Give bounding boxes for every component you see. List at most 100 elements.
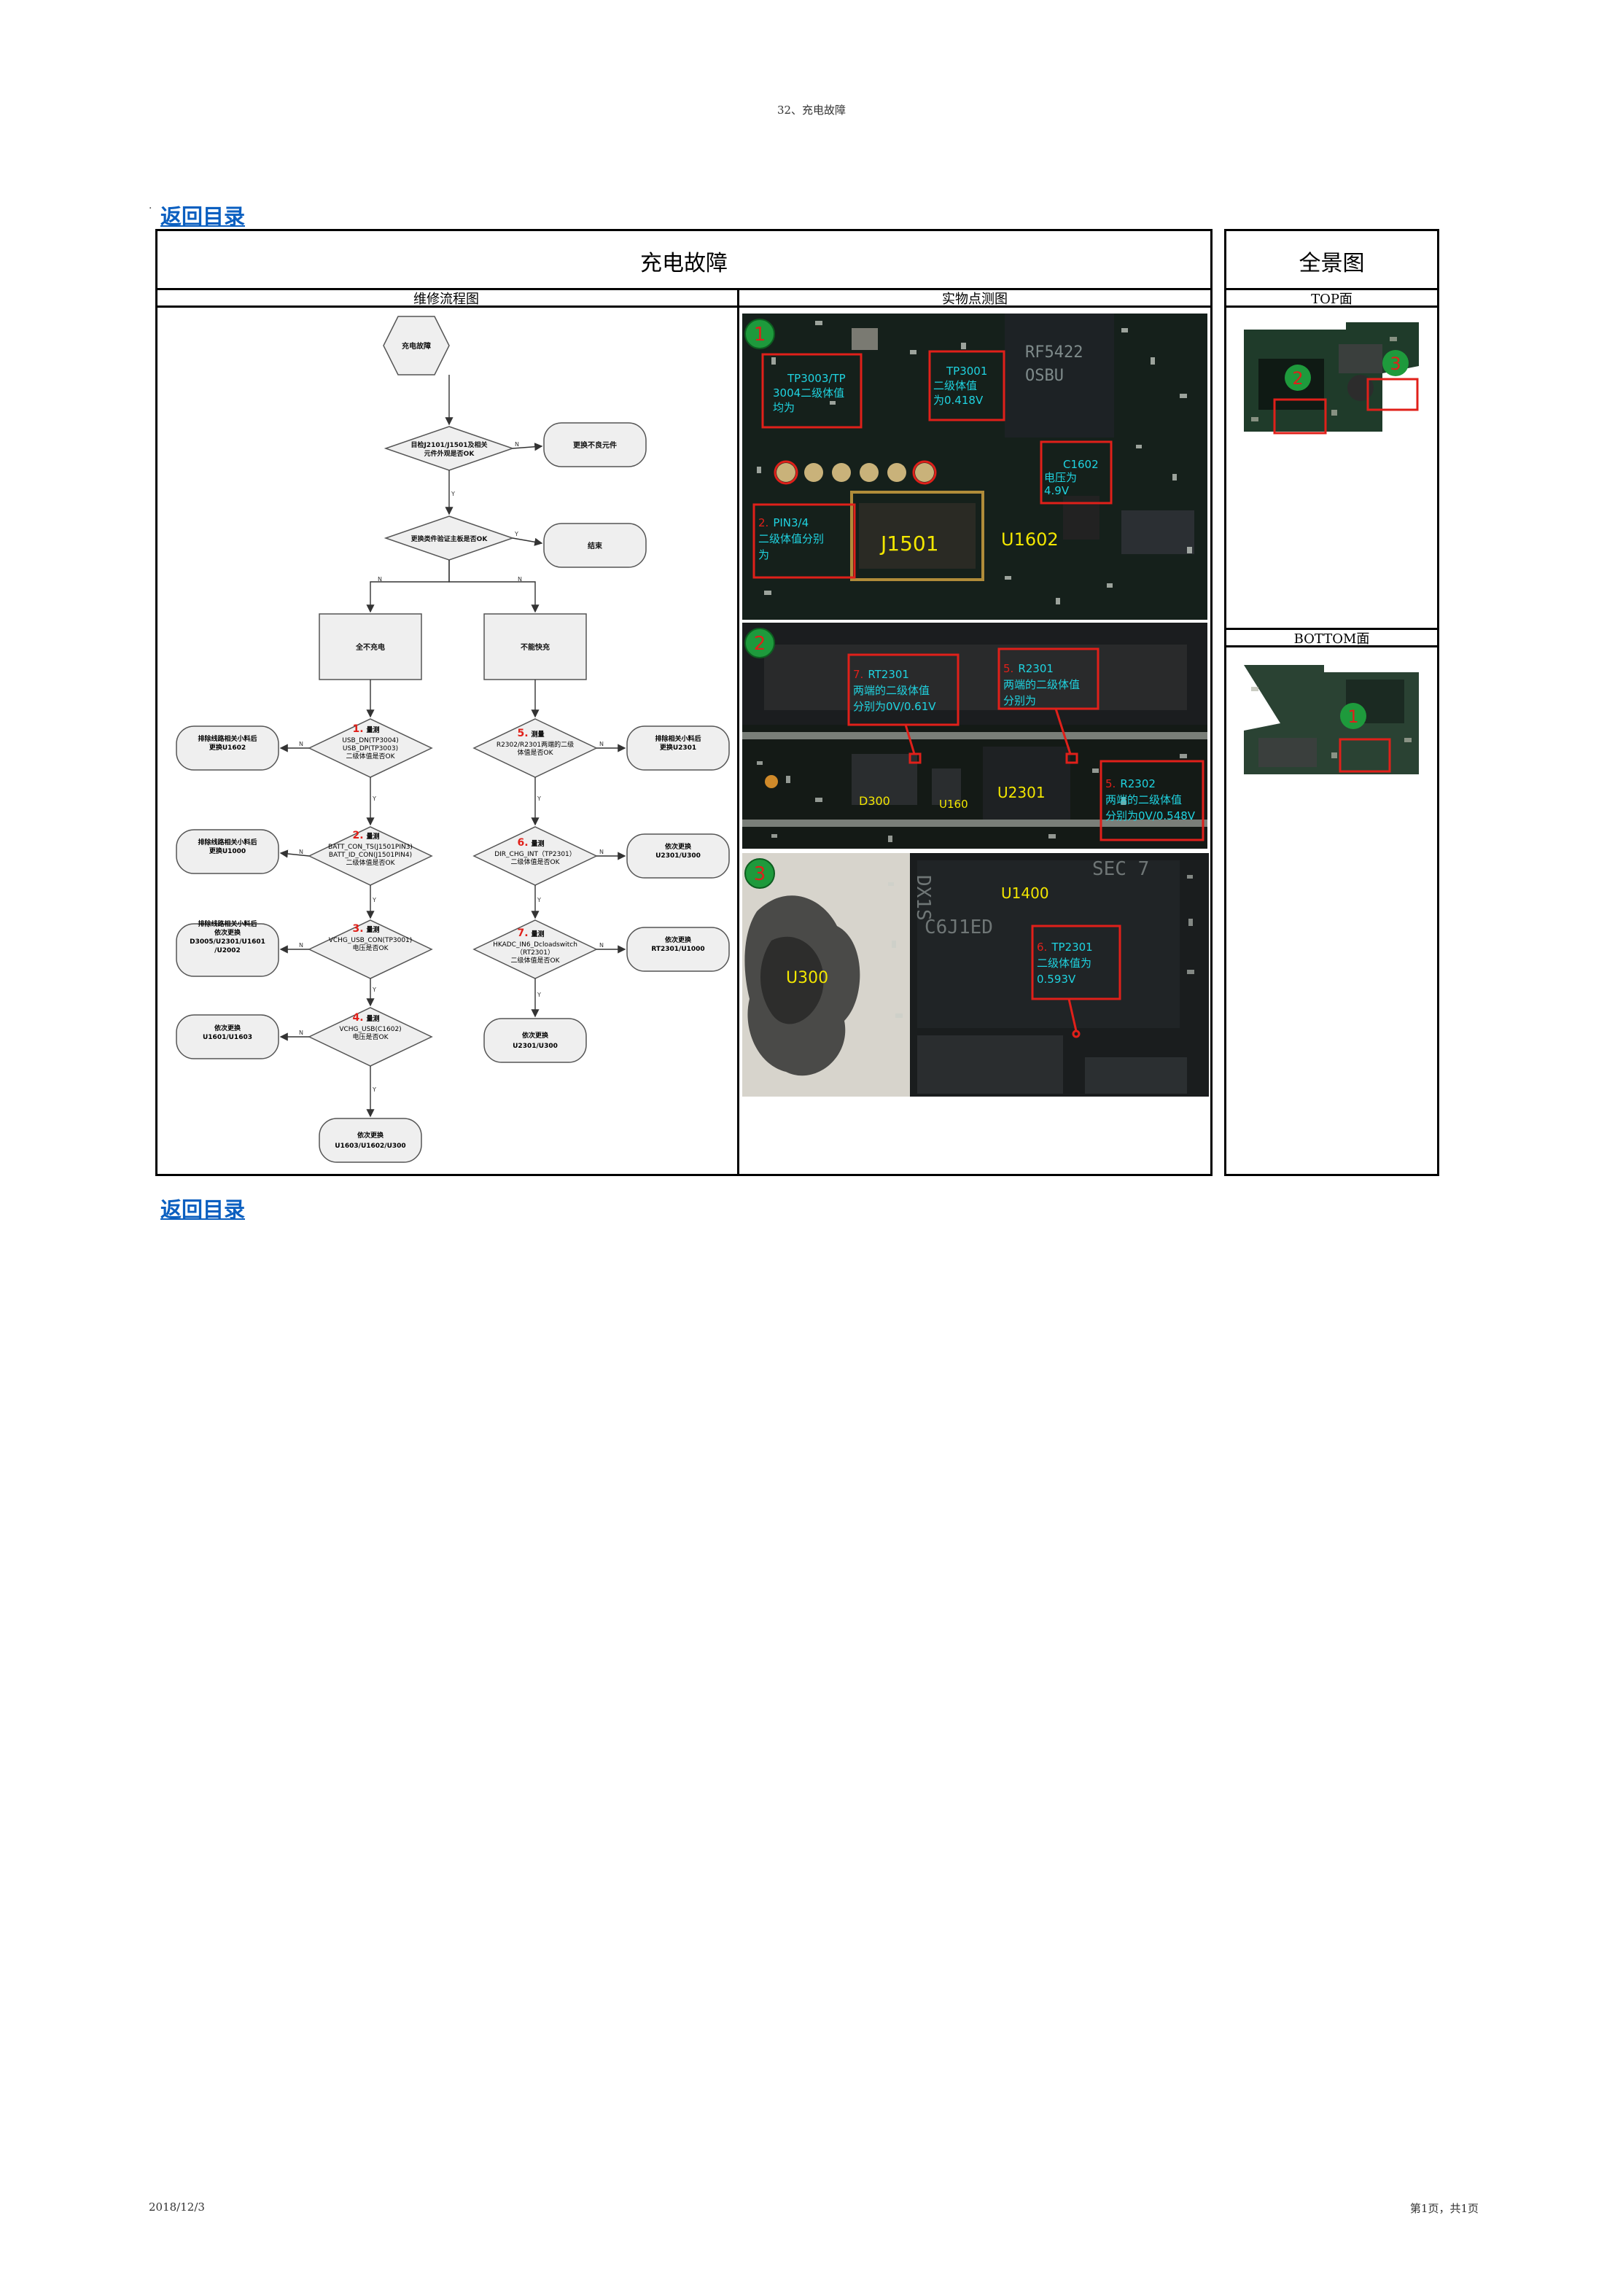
- flow-left-step-line: VCHG_USB_CON(TP3001): [329, 937, 413, 944]
- flow-right-fix-1: [626, 725, 730, 771]
- back-to-contents-link-bottom[interactable]: 返回目录: [160, 1197, 246, 1222]
- flow-left-step-line: USB_DP(TP3003): [343, 745, 398, 752]
- flow-right-step-line: 二级体值是否OK: [511, 857, 561, 866]
- repair-flowchart: N Y Y N N N Y N Y N Y N Y N Y N Y N Y 充电…: [176, 316, 730, 1163]
- flow-left-step-line: 电压是否OK: [353, 943, 389, 952]
- flow-start-hexagon: [383, 316, 450, 375]
- flow-label-n: N: [515, 441, 519, 448]
- svg-text:U300: U300: [786, 969, 828, 987]
- svg-text:SEC 7: SEC 7: [1092, 858, 1149, 880]
- flow-label-y: Y: [537, 992, 541, 998]
- flow-right-step-line: 二级体值是否OK: [511, 956, 561, 965]
- flow-left-step-line: 二级体值是否OK: [346, 752, 396, 760]
- flow-right-fix-text: 依次更换: [665, 935, 692, 944]
- flow-right-fix-text: U2301/U300: [655, 852, 701, 860]
- svg-text:U1400: U1400: [1001, 884, 1049, 902]
- back-to-contents-link-top[interactable]: 返回目录: [160, 204, 246, 229]
- flow-label-y: Y: [451, 491, 455, 497]
- page-header: 32、充电故障: [777, 104, 846, 117]
- flow-label-n: N: [299, 741, 303, 747]
- bottom-side-label: BOTTOM面: [1293, 631, 1370, 647]
- flow-label-y: Y: [537, 795, 541, 802]
- flow-left-fix-text: D3005/U2301/U1601: [190, 938, 265, 946]
- svg-text:RF5422: RF5422: [1025, 343, 1083, 362]
- flow-left-step-line: BATT_CON_TS(J1501PIN3): [328, 844, 413, 851]
- flow-end-box: [543, 523, 647, 568]
- flow-right-fix-3: [626, 927, 730, 972]
- flow-right-step-heading: 7.量测: [517, 927, 544, 939]
- main-title: 充电故障: [640, 251, 728, 276]
- flow-right-step-line: DIR_CHG_INT（TP2301）: [494, 850, 576, 858]
- flow-right-fix-2: [626, 833, 730, 879]
- overview-title-divider: [1224, 288, 1439, 290]
- flow-no-fast-text: 不能快充: [521, 642, 550, 652]
- flow-left-step-heading: 1.量测: [352, 723, 379, 735]
- column-divider: [737, 288, 739, 1176]
- flow-right-step-line: 体值是否OK: [518, 748, 554, 757]
- svg-text:J1501: J1501: [879, 532, 939, 556]
- flow-label-n: N: [299, 942, 303, 949]
- flow-left-fix-2: [176, 829, 279, 874]
- flow-label-y: Y: [372, 986, 376, 993]
- photo-column-title: 实物点测图: [942, 292, 1008, 307]
- top-board-overview: 2 3: [1237, 315, 1428, 439]
- overview-mid-divider: [1224, 628, 1439, 630]
- svg-text:3: 3: [754, 863, 766, 885]
- subtitle-divider: [155, 306, 1213, 308]
- flow-start-text: 充电故障: [402, 341, 431, 351]
- main-table: [155, 229, 1213, 1176]
- flow-right-fix-text: 排除相关小料后: [655, 734, 701, 743]
- svg-text:3: 3: [1390, 354, 1401, 374]
- flow-right-end-text: U2301/U300: [513, 1043, 558, 1050]
- flow-right-step-line: R2302/R2301两端的二级: [497, 740, 574, 749]
- flow-left-fix-text: /U2002: [214, 947, 241, 954]
- flow-label-n: N: [299, 849, 303, 855]
- title-divider: [155, 288, 1213, 290]
- flow-left-fix-text: 排除线路相关小料后: [198, 838, 257, 847]
- flow-label-n: N: [599, 942, 604, 949]
- flow-label-y: Y: [372, 897, 376, 903]
- flow-check2-text: 更换类件验证主板是否OK: [411, 534, 489, 543]
- flow-no-charge-text: 全不充电: [355, 642, 385, 652]
- flow-right-step-heading: 5.测量: [517, 728, 544, 739]
- flow-no-fast-box: [483, 613, 587, 680]
- flow-right-step-line: （RT2301）: [516, 949, 554, 957]
- flow-check1-line2: 元件外观是否OK: [424, 449, 475, 458]
- svg-text:D300: D300: [859, 794, 890, 808]
- top-side-label: TOP面: [1311, 292, 1352, 307]
- bottom-board-overview: 1: [1237, 658, 1428, 782]
- flow-left-fix-3: [176, 923, 279, 977]
- flow-left-fix-text: U1601/U1603: [203, 1034, 252, 1041]
- flow-right-fix-text: 依次更换: [665, 842, 692, 851]
- flow-label-n: N: [599, 741, 604, 747]
- svg-text:U2301: U2301: [997, 784, 1046, 801]
- flow-column-title: 维修流程图: [413, 292, 479, 307]
- flow-left-fix-text: 依次更换: [214, 928, 241, 937]
- flow-label-n: N: [599, 849, 604, 855]
- overview-top-divider: [1224, 306, 1439, 308]
- flow-left-end-text: U1603/U1602/U300: [335, 1143, 405, 1150]
- flow-left-end-text: 依次更换: [357, 1131, 384, 1140]
- flow-right-fix-text: 更换U2301: [660, 743, 696, 752]
- flow-right-end-box: [483, 1018, 587, 1063]
- svg-text:1: 1: [754, 324, 766, 346]
- flow-right-step-line: HKADC_IN6_Dcloadswitch: [493, 941, 577, 949]
- svg-text:OSBU: OSBU: [1025, 367, 1064, 385]
- flow-left-fix-text: 依次更换: [214, 1024, 241, 1032]
- flow-right-fix-text: RT2301/U1000: [651, 946, 704, 953]
- flow-left-step-heading: 3.量测: [352, 923, 379, 935]
- svg-text:2: 2: [1292, 368, 1303, 389]
- flow-replace-bad-text: 更换不良元件: [573, 440, 617, 450]
- flow-right-step-heading: 6.量测: [517, 837, 544, 849]
- footer-page-number: 第1页，共1页: [1409, 2202, 1479, 2215]
- flow-left-step-line: 二级体值是否OK: [346, 858, 396, 867]
- footer-date: 2018/12/3: [149, 2200, 205, 2214]
